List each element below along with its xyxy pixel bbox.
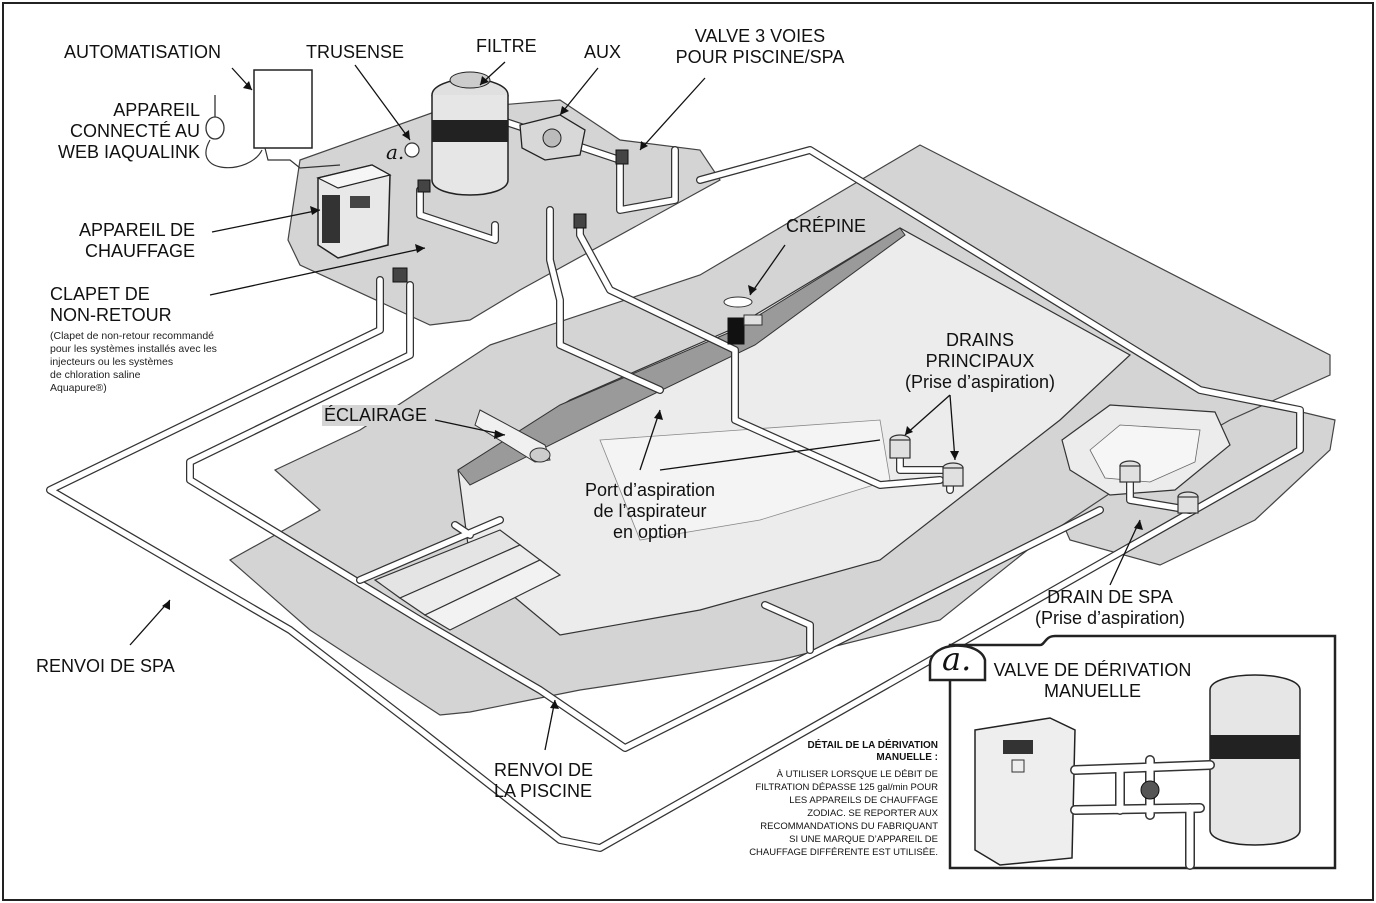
label-3way-valve-line1: VALVE 3 VOIES	[694, 26, 826, 46]
check-valve-note-line3: injecteurs ou les systèmes	[50, 356, 174, 368]
filter-unit	[431, 71, 509, 196]
label-main-drains-line1: DRAINS	[945, 330, 1014, 350]
arrowheads	[162, 76, 1143, 709]
detail-text-line3: LES APPAREILS DE CHAUFFAGE	[789, 795, 938, 806]
label-pool-return-line2: LA PISCINE	[494, 781, 593, 801]
label-spa-drain: DRAIN DE SPA (Prise d’aspiration)	[1005, 587, 1215, 629]
label-automation: AUTOMATISATION	[64, 42, 222, 62]
check-valve-note-line5: Aquapure®)	[50, 382, 107, 394]
detail-title-line2: MANUELLE :	[876, 752, 938, 763]
detail-text-line5: RECOMMANDATIONS DU FABRIQUANT	[760, 821, 938, 832]
check-valve-note-line1: (Clapet de non-retour recommandé	[50, 330, 215, 342]
strainer-skimmer	[723, 296, 763, 345]
detail-heater	[974, 717, 1076, 866]
pad-valve	[417, 179, 431, 193]
label-main-drains-line3: (Prise d’aspiration)	[904, 372, 1056, 392]
label-pool-return: RENVOI DE LA PISCINE	[494, 760, 593, 802]
pipes	[46, 116, 1304, 852]
detail-inset	[928, 634, 1337, 870]
label-vacuum-port-line3: en option	[612, 522, 688, 542]
label-vacuum-port-line1: Port d’aspiration	[584, 480, 716, 500]
automation-box	[253, 69, 341, 169]
leader-lines	[129, 61, 1151, 771]
label-lighting: ÉCLAIRAGE	[322, 405, 430, 426]
detail-bypass-valve	[1140, 780, 1160, 800]
main-drains	[889, 434, 964, 487]
detail-title-line1: DÉTAIL DE LA DÉRIVATION	[807, 740, 938, 751]
label-check-valve-line1: CLAPET DE	[50, 284, 150, 304]
label-heater-line2: CHAUFFAGE	[84, 241, 195, 261]
check-valve	[392, 267, 408, 283]
check-valve-note-line4: de chloration saline	[50, 369, 141, 381]
marker-a-detail: a.	[942, 640, 972, 678]
label-spa-return: RENVOI DE SPA	[36, 656, 175, 676]
detail-title: DÉTAIL DE LA DÉRIVATION MANUELLE :	[740, 740, 938, 764]
detail-text-line4: ZODIAC. SE REPORTER AUX	[807, 808, 938, 819]
detail-text-line7: CHAUFFAGE DIFFÉRENTE EST UTILISÉE.	[749, 847, 938, 858]
trusense-sensor	[404, 142, 420, 158]
valve-3way-2	[573, 213, 587, 229]
detail-text-line6: SI UNE MARQUE D’APPAREIL DE	[789, 834, 938, 845]
detail-text: À UTILISER LORSQUE LE DÉBIT DE FILTRATIO…	[700, 768, 938, 859]
label-spa-drain-line1: DRAIN DE SPA	[1047, 587, 1173, 607]
label-3way-valve: VALVE 3 VOIES POUR PISCINE/SPA	[660, 26, 860, 68]
check-valve-note: (Clapet de non-retour recommandé pour le…	[50, 330, 217, 395]
heater-unit	[316, 164, 392, 259]
detail-text-line2: FILTRATION DÉPASSE 125 gal/min POUR	[755, 782, 938, 793]
label-iaqualink: APPAREIL CONNECTÉ AU WEB IAQUALINK	[20, 100, 200, 163]
spa-floor	[1089, 424, 1201, 483]
check-valve-note-line2: pour les systèmes installés avec les	[50, 343, 217, 355]
detail-filter	[1209, 674, 1301, 846]
label-iaqualink-line2: CONNECTÉ AU	[69, 121, 200, 141]
label-iaqualink-line1: APPAREIL	[113, 100, 200, 120]
label-bypass-valve: VALVE DE DÉRIVATION MANUELLE	[985, 660, 1200, 702]
valve-3way-1	[615, 149, 629, 165]
aux-pump	[519, 114, 586, 161]
label-heater: APPAREIL DE CHAUFFAGE	[20, 220, 195, 262]
label-iaqualink-line3: WEB IAQUALINK	[57, 142, 200, 162]
pool-floor-edge	[599, 419, 891, 541]
label-spa-drain-line2: (Prise d’aspiration)	[1034, 608, 1186, 628]
label-aux: AUX	[584, 42, 622, 62]
label-trusense: TRUSENSE	[306, 42, 405, 62]
label-main-drains: DRAINS PRINCIPAUX (Prise d’aspiration)	[880, 330, 1080, 393]
pool-steps	[373, 529, 562, 631]
label-pool-return-line1: RENVOI DE	[494, 760, 594, 780]
label-check-valve-line2: NON-RETOUR	[50, 305, 172, 325]
pool-light	[474, 409, 551, 463]
label-check-valve: CLAPET DE NON-RETOUR	[50, 284, 172, 326]
valves	[392, 149, 629, 283]
label-main-drains-line2: PRINCIPAUX	[925, 351, 1035, 371]
label-3way-valve-line2: POUR PISCINE/SPA	[675, 47, 845, 67]
label-vacuum-port: Port d’aspiration de l’aspirateur en opt…	[550, 480, 750, 543]
iaqualink-device	[205, 95, 263, 169]
marker-a-small: a.	[386, 140, 405, 164]
pool-side-wall	[457, 227, 906, 486]
label-vacuum-port-line2: de l’aspirateur	[593, 501, 707, 521]
label-bypass-valve-line1: VALVE DE DÉRIVATION	[993, 660, 1192, 680]
label-heater-line1: APPAREIL DE	[78, 220, 195, 240]
label-filter: FILTRE	[476, 36, 537, 56]
detail-text-line1: À UTILISER LORSQUE LE DÉBIT DE	[776, 769, 938, 780]
label-bypass-valve-line2: MANUELLE	[1043, 681, 1142, 701]
label-strainer: CRÉPINE	[786, 216, 867, 236]
spa-drains	[1119, 460, 1199, 514]
